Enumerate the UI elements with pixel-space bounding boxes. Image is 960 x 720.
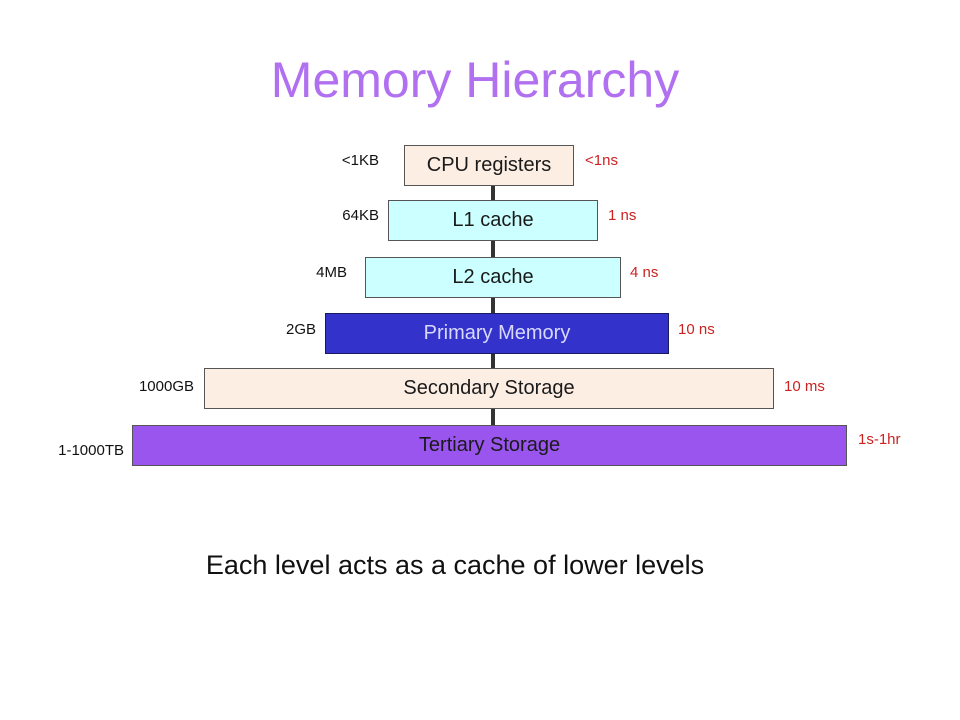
level-tertiary-storage: Tertiary Storage: [132, 425, 847, 466]
caption-text: Each level acts as a cache of lower leve…: [205, 550, 705, 580]
hierarchy-connector: [491, 186, 495, 426]
level-time-tertiary-storage: 1s-1hr: [858, 431, 901, 448]
level-label-secondary-storage: Secondary Storage: [403, 377, 575, 399]
level-size-l2-cache: 4MB: [316, 264, 347, 281]
level-label-l1-cache: L1 cache: [452, 209, 534, 231]
level-time-l1-cache: 1 ns: [608, 207, 637, 224]
level-size-tertiary-storage: 1-1000TB: [58, 442, 124, 459]
level-time-l2-cache: 4 ns: [630, 264, 659, 281]
level-size-l1-cache: 64KB: [342, 207, 379, 224]
level-size-cpu-registers: <1KB: [341, 152, 379, 169]
level-time-primary-memory: 10 ns: [678, 321, 715, 338]
level-l2-cache: L2 cache: [365, 257, 621, 298]
level-label-l2-cache: L2 cache: [452, 266, 534, 288]
level-label-cpu-registers: CPU registers: [426, 154, 552, 176]
page-title: Memory Hierarchy: [270, 52, 680, 108]
level-l1-cache: L1 cache: [388, 200, 598, 241]
level-size-primary-memory: 2GB: [285, 321, 316, 338]
level-label-tertiary-storage: Tertiary Storage: [418, 434, 561, 456]
level-label-primary-memory: Primary Memory: [423, 322, 571, 344]
level-time-secondary-storage: 10 ms: [784, 378, 825, 395]
level-secondary-storage: Secondary Storage: [204, 368, 774, 409]
level-time-cpu-registers: <1ns: [585, 152, 618, 169]
level-primary-memory: Primary Memory: [325, 313, 669, 354]
level-size-secondary-storage: 1000GB: [138, 378, 194, 395]
level-cpu-registers: CPU registers: [404, 145, 574, 186]
